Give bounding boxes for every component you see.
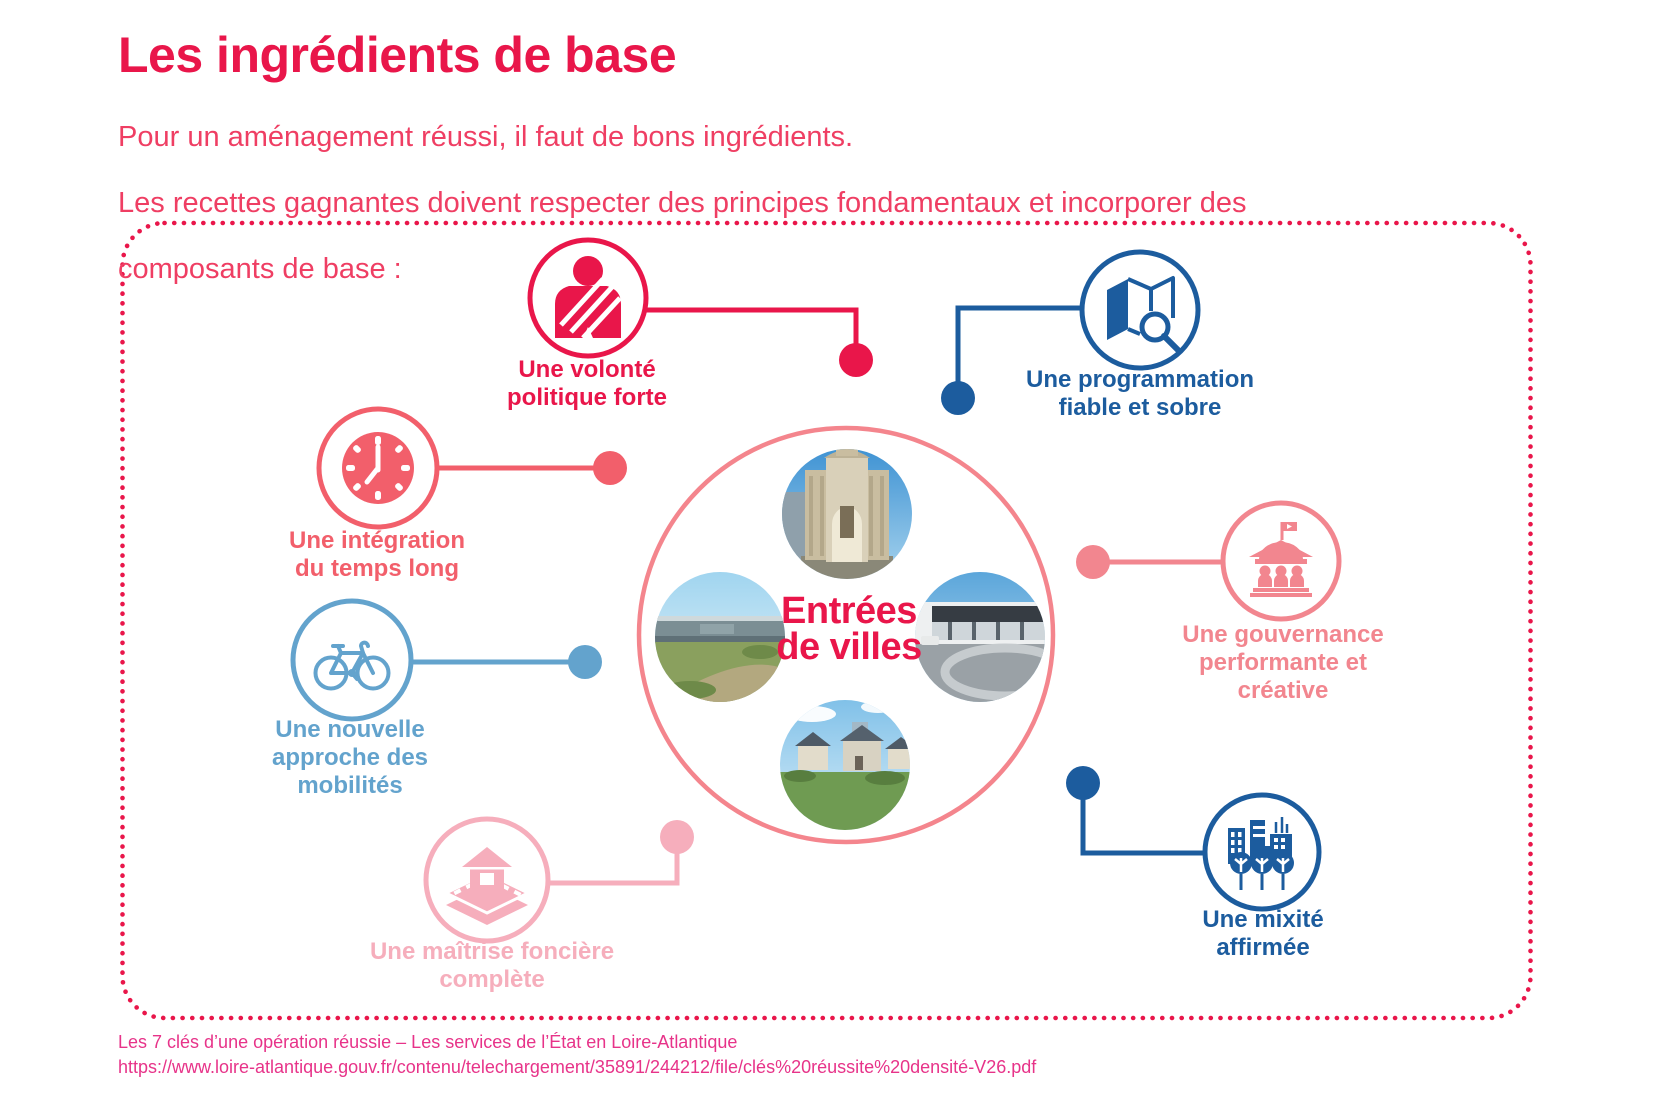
village-houses-photo [780,700,910,830]
connector-programmation [941,305,1082,415]
connector-volonte [646,307,873,377]
dotted-border [120,220,1533,1021]
central-circle [636,425,1056,845]
subtitle-line-3: composants de base : [118,253,402,285]
clock-icon [316,406,440,530]
page-title: Les ingrédients de base [118,27,677,83]
connector-mobilites [411,645,602,679]
politician-sash-icon [527,237,649,359]
label-integration-temps-long: Une intégration du temps long [288,527,466,582]
industrial-wasteland-photo [655,572,785,702]
connector-temps-long [437,451,627,485]
footer-url: https://www.loire-atlantique.gouv.fr/con… [118,1057,1037,1077]
city-gate-monument-photo [782,449,912,579]
map-magnifier-icon [1079,249,1201,371]
subtitle-line-1: Pour un aménagement réussi, il faut de b… [118,121,854,153]
label-gouvernance: Une gouvernance performante et créative [1182,621,1384,704]
central-label: Entrées de villes [776,590,922,668]
label-nouvelle-approche-mobilites: Une nouvelle approche des mobilités [271,716,429,799]
label-volonte-politique: Une volonté politique forte [507,356,667,411]
connector-mixite [1066,766,1205,856]
connector-maitrise-fonciere [548,820,694,886]
retail-zone-photo [915,572,1045,702]
connector-gouvernance [1076,545,1223,579]
label-programmation: Une programmation fiable et sobre [1025,366,1255,421]
subtitle-line-2: Les recettes gagnantes doivent respecter… [118,187,1247,219]
page-subtitle: Pour un aménagement réussi, il faut de b… [118,88,1246,319]
house-layers-icon [423,816,551,944]
footer: Les 7 clés d’une opération réussie – Les… [118,1030,1036,1080]
label-mixite-affirmee: Une mixité affirmée [1202,906,1324,961]
bicycle-icon [290,598,414,722]
government-building-icon [1220,500,1342,622]
footer-source-line: Les 7 clés d’une opération réussie – Les… [118,1032,738,1052]
label-maitrise-fonciere: Une maîtrise foncière complète [369,938,615,993]
city-trees-icon [1202,792,1322,912]
